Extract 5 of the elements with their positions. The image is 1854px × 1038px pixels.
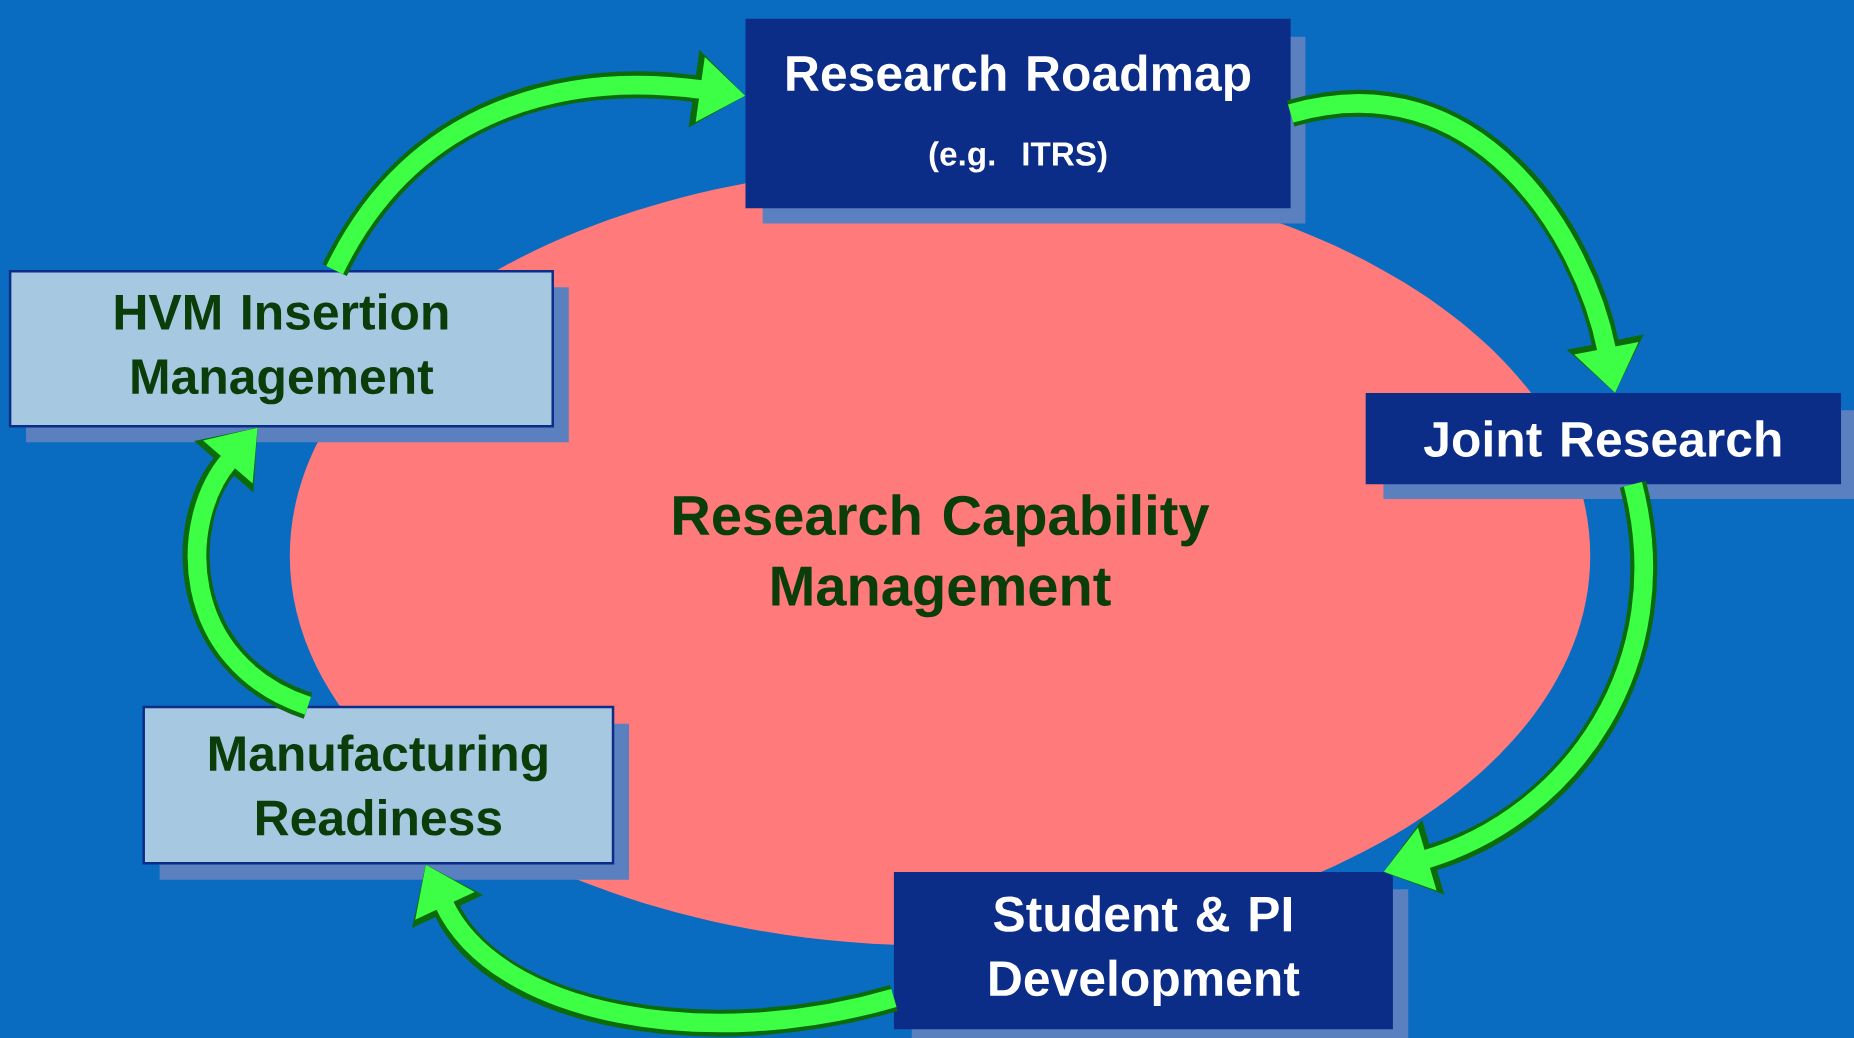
process-box: Joint Research — [1365, 393, 1854, 499]
process-box: Manufacturing Readiness — [142, 705, 630, 880]
process-box: Student & PI Development — [893, 871, 1409, 1038]
process-box: HVM Insertion Management — [8, 270, 569, 443]
process-box: Research Roadmap (e.g. ITRS) — [745, 18, 1306, 224]
